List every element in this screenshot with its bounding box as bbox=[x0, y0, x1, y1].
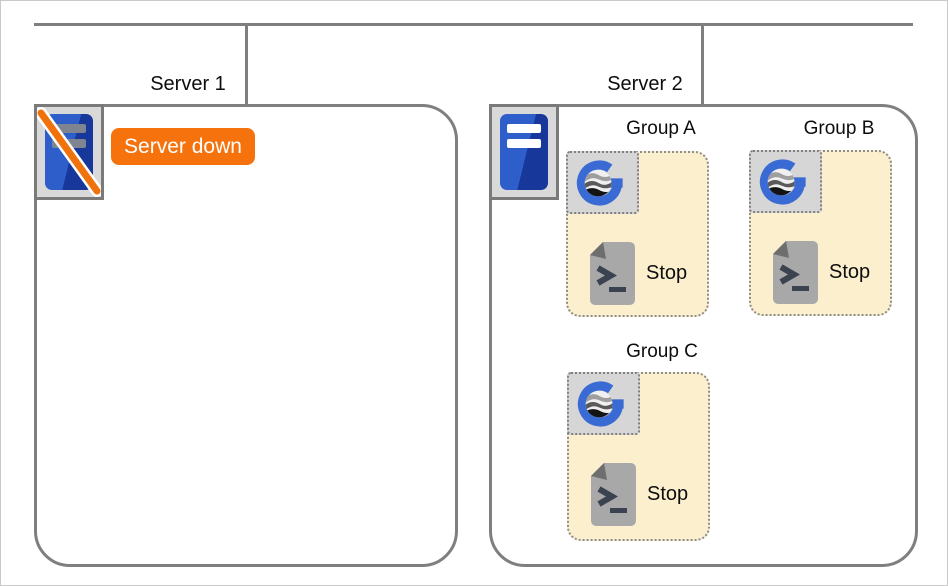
terminal-script-icon bbox=[591, 463, 636, 526]
connector-server1-line bbox=[245, 23, 248, 104]
server1-icon-tile bbox=[34, 104, 104, 200]
group-a-label: Group A bbox=[626, 118, 696, 139]
group-b-script-label: Stop bbox=[829, 261, 871, 283]
connector-server2-line bbox=[701, 23, 704, 104]
group-b-script-row: Stop bbox=[772, 240, 870, 305]
terminal-script-icon bbox=[773, 241, 818, 304]
server2-label: Server 2 bbox=[607, 73, 683, 95]
network-trunk-line bbox=[34, 23, 913, 26]
down-slash-icon bbox=[37, 107, 101, 197]
group-c-label: Group C bbox=[626, 341, 698, 362]
server2-icon-tile bbox=[489, 104, 559, 200]
g-globe-logo-icon bbox=[577, 380, 624, 426]
group-a-script-row: Stop bbox=[589, 241, 687, 306]
server-bar bbox=[52, 124, 86, 133]
g-globe-logo-icon bbox=[576, 159, 623, 205]
g-globe-logo-icon bbox=[759, 158, 806, 204]
group-c-app-tile bbox=[567, 372, 640, 435]
server1-box bbox=[34, 104, 458, 567]
group-c-script-row: Stop bbox=[590, 462, 688, 527]
group-c-script-label: Stop bbox=[647, 483, 689, 505]
group-b-box: Stop bbox=[749, 150, 892, 316]
group-a-box: Stop bbox=[566, 151, 709, 317]
server-tower-icon bbox=[500, 114, 548, 190]
server-down-badge: Server down bbox=[111, 128, 255, 165]
group-c-box: Stop bbox=[567, 372, 710, 541]
server1-label: Server 1 bbox=[150, 73, 226, 95]
group-a-script-label: Stop bbox=[646, 262, 688, 284]
group-b-label: Group B bbox=[803, 118, 875, 139]
server-bar bbox=[507, 124, 541, 133]
group-a-app-tile bbox=[566, 151, 639, 214]
server-bar bbox=[507, 139, 541, 148]
terminal-script-icon bbox=[590, 242, 635, 305]
group-b-app-tile bbox=[749, 150, 822, 213]
